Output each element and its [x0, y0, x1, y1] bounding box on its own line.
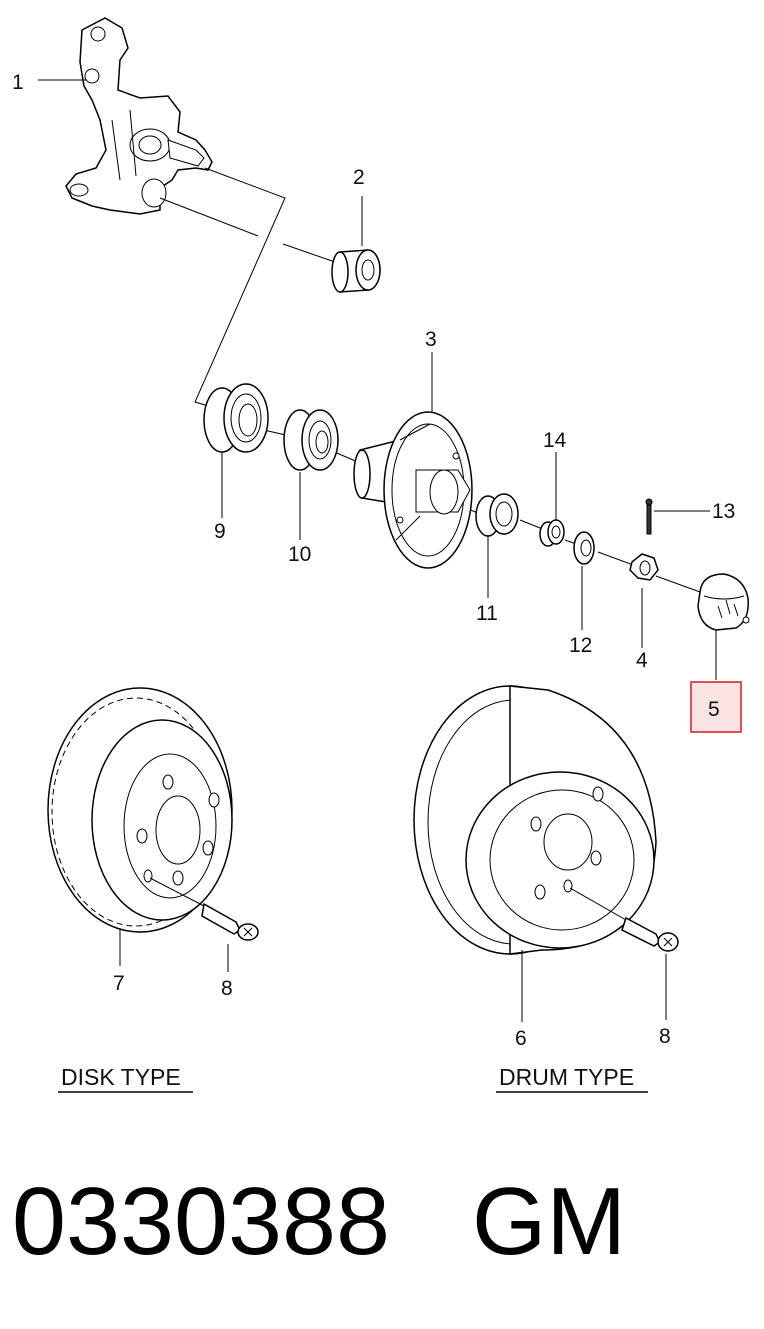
outer-bearing[interactable] — [203, 383, 269, 453]
callout-8-drum: 8 — [659, 1025, 671, 1048]
callout-2: 2 — [353, 166, 365, 189]
wheel-hub[interactable] — [353, 411, 473, 569]
part-number: 0330388 — [12, 1168, 390, 1275]
callout-5-highlight — [690, 681, 742, 733]
washer[interactable] — [573, 531, 595, 565]
inner-bearing[interactable] — [283, 409, 339, 471]
callout-6: 6 — [515, 1027, 527, 1050]
bushing[interactable] — [331, 249, 381, 293]
section-label-disk: DISK TYPE — [61, 1064, 181, 1090]
hub-nut[interactable] — [629, 553, 659, 581]
bearing-race[interactable] — [539, 519, 565, 547]
disk-screw[interactable] — [149, 877, 259, 972]
outer-small-bearing[interactable] — [475, 493, 519, 537]
callout-14: 14 — [543, 429, 567, 452]
callout-12: 12 — [569, 634, 592, 657]
callout-7: 7 — [113, 972, 125, 995]
callout-9: 9 — [214, 520, 226, 543]
brake-disk[interactable] — [47, 687, 233, 966]
drum-screw[interactable] — [569, 887, 679, 1020]
callout-1: 1 — [12, 71, 24, 94]
steering-knuckle[interactable] — [65, 17, 213, 215]
callout-5[interactable]: 5 — [708, 698, 720, 721]
callout-4: 4 — [636, 649, 648, 672]
cotter-pin[interactable] — [645, 498, 653, 535]
callout-11: 11 — [476, 602, 498, 625]
brake-drum[interactable] — [413, 685, 657, 1022]
section-label-drum: DRUM TYPE — [499, 1064, 634, 1090]
callout-10: 10 — [288, 543, 311, 566]
dust-cap[interactable] — [697, 573, 750, 631]
brand-name: GM — [472, 1168, 626, 1275]
callout-13: 13 — [712, 500, 735, 523]
callout-3: 3 — [425, 328, 437, 351]
callout-8-disk: 8 — [221, 977, 233, 1000]
